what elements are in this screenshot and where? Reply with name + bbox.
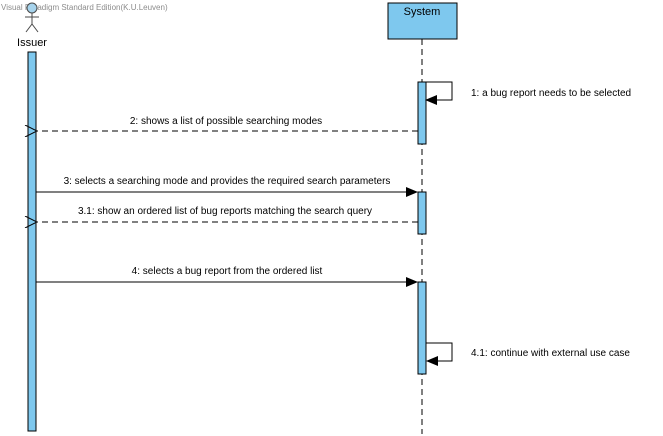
message-4-call[interactable]: 4: selects a bug report from the ordered… [36, 266, 418, 287]
message-3-1-label: 3.1: show an ordered list of bug reports… [78, 206, 372, 217]
message-4-label: 4: selects a bug report from the ordered… [132, 266, 323, 277]
message-3-1-return[interactable]: 3.1: show an ordered list of bug reports… [37, 206, 418, 222]
message-3-label: 3: selects a searching mode and provides… [64, 176, 391, 187]
system-activation-3 [417, 281, 427, 375]
issuer-activation-bar [27, 51, 37, 432]
stick-figure-icon [25, 2, 39, 33]
message-4-1-label: 4.1: continue with external use case [471, 348, 630, 359]
system-lifeline-head[interactable]: System [387, 2, 458, 40]
system-activation-2 [417, 191, 427, 235]
message-2-return[interactable]: 2: shows a list of possible searching mo… [37, 116, 418, 131]
message-2-label: 2: shows a list of possible searching mo… [130, 116, 322, 127]
message-1-label: 1: a bug report needs to be selected [471, 88, 631, 99]
watermark-text: Visual Paradigm Standard Edition(K.U.Leu… [1, 3, 168, 12]
issuer-label: Issuer [17, 37, 47, 49]
message-4-1-self[interactable]: 4.1: continue with external use case [426, 342, 630, 366]
system-activation-1 [417, 81, 427, 145]
message-1-self[interactable]: 1: a bug report needs to be selected [425, 81, 631, 105]
message-3-call[interactable]: 3: selects a searching mode and provides… [36, 176, 418, 197]
issuer-actor[interactable]: Issuer [17, 2, 47, 49]
system-label: System [404, 6, 441, 18]
